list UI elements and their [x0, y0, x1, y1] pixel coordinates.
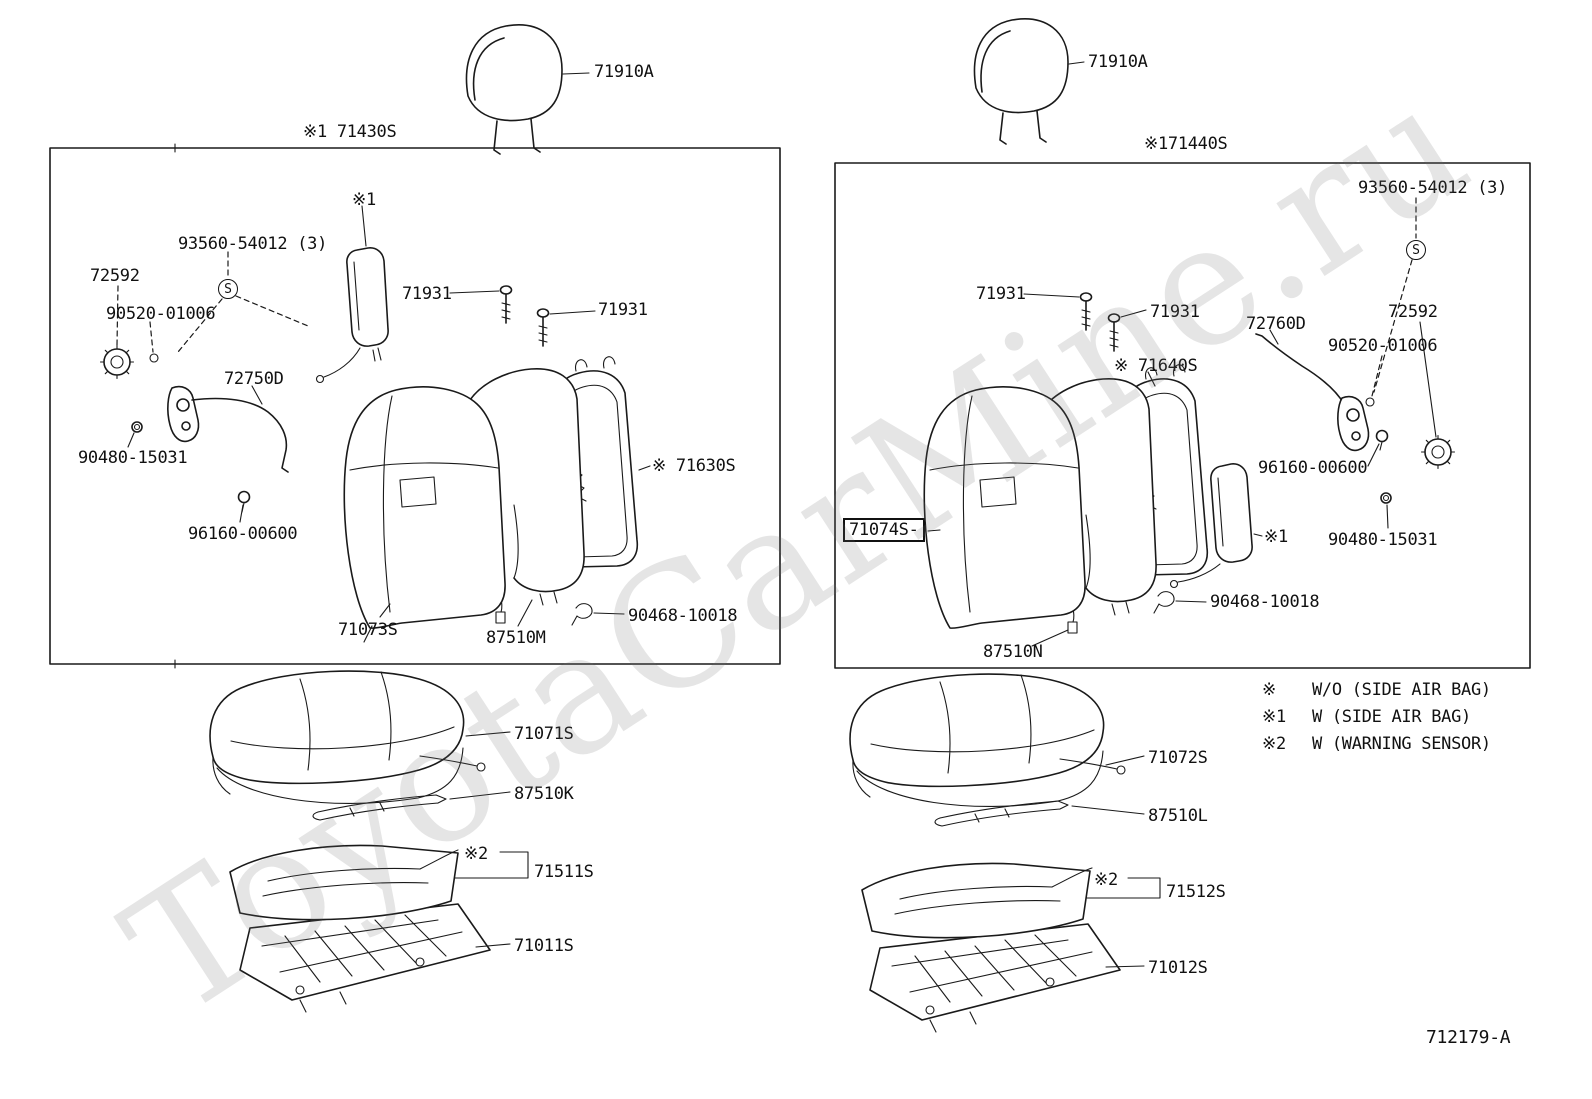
- left-cushion-group: [209, 670, 529, 1013]
- right-assembly-box: [834, 162, 1531, 669]
- right-box-title: ※171440S: [1144, 134, 1228, 154]
- left-bolt-b-label: 71931: [598, 300, 648, 320]
- right-heater-label: 71512S: [1166, 882, 1226, 902]
- legend-text-3: W (WARNING SENSOR): [1312, 734, 1491, 754]
- left-bolt-a-label: 71931: [402, 284, 452, 304]
- legend-symbol-1: ※: [1262, 680, 1276, 700]
- left-sensor-mark: ※2: [464, 844, 488, 864]
- legend-text-1: W/O (SIDE AIR BAG): [1312, 680, 1491, 700]
- right-bolt-b-label: 71931: [1150, 302, 1200, 322]
- left-cushion-frame-label: 71011S: [514, 936, 574, 956]
- left-seatback-cover-label: 71073S: [338, 620, 398, 640]
- left-assembly-box: [49, 147, 781, 665]
- left-box-title: ※1 71430S: [303, 122, 397, 142]
- right-clip-label: 90468-10018: [1210, 592, 1320, 612]
- right-cushion-wire-label: 87510L: [1148, 806, 1208, 826]
- right-seatback-cover-label-highlighted[interactable]: 71074S-: [843, 518, 925, 542]
- left-clip-label: 90468-10018: [628, 606, 738, 626]
- drawing-number: 712179-A: [1426, 1027, 1511, 1048]
- legend-text-2: W (SIDE AIR BAG): [1312, 707, 1471, 727]
- left-recliner-label: 72750D: [224, 369, 284, 389]
- left-s-marker: S: [218, 279, 238, 299]
- part-label-headrest-left: 71910A: [594, 62, 654, 82]
- legend-symbol-3: ※2: [1262, 734, 1286, 754]
- left-headrest-drawing: [465, 24, 590, 155]
- right-seatback-frame-label: ※ 71640S: [1114, 356, 1198, 376]
- left-nut-label: 90480-15031: [78, 448, 188, 468]
- right-sensor-mark: ※2: [1094, 870, 1118, 890]
- right-s-marker: S: [1406, 240, 1426, 260]
- part-label-headrest-right: 71910A: [1088, 52, 1148, 72]
- right-airbag-mark: ※1: [1264, 527, 1288, 547]
- right-bolt-a-label: 71931: [976, 284, 1026, 304]
- right-washer-label: 90520-01006: [1328, 336, 1438, 356]
- left-washer-label: 90520-01006: [106, 304, 216, 324]
- left-cushion-cover-label: 71071S: [514, 724, 574, 744]
- right-headrest-drawing: [973, 18, 1085, 145]
- left-knob-label: 72592: [90, 266, 140, 286]
- right-screw-kit-label: 93560-54012 (3): [1358, 178, 1508, 198]
- left-seatback-pad-label: 87510M: [486, 628, 546, 648]
- legend-symbol-2: ※1: [1262, 707, 1286, 727]
- left-heater-label: 71511S: [534, 862, 594, 882]
- right-cap-label: 96160-00600: [1258, 458, 1368, 478]
- right-nut-label: 90480-15031: [1328, 530, 1438, 550]
- right-recliner-label: 72760D: [1246, 314, 1306, 334]
- right-cushion-group: [849, 673, 1161, 1033]
- left-seatback-frame-label: ※ 71630S: [652, 456, 736, 476]
- left-airbag-mark: ※1: [352, 190, 376, 210]
- left-cap-label: 96160-00600: [188, 524, 298, 544]
- right-seatback-group: [923, 197, 1456, 647]
- right-seatback-pad-label: 87510N: [983, 642, 1043, 662]
- right-cushion-frame-label: 71012S: [1148, 958, 1208, 978]
- left-screw-kit-label: 93560-54012 (3): [178, 234, 328, 254]
- left-seatback-group: [99, 205, 651, 643]
- left-cushion-wire-label: 87510K: [514, 784, 574, 804]
- right-cushion-cover-label: 71072S: [1148, 748, 1208, 768]
- right-knob-label: 72592: [1388, 302, 1438, 322]
